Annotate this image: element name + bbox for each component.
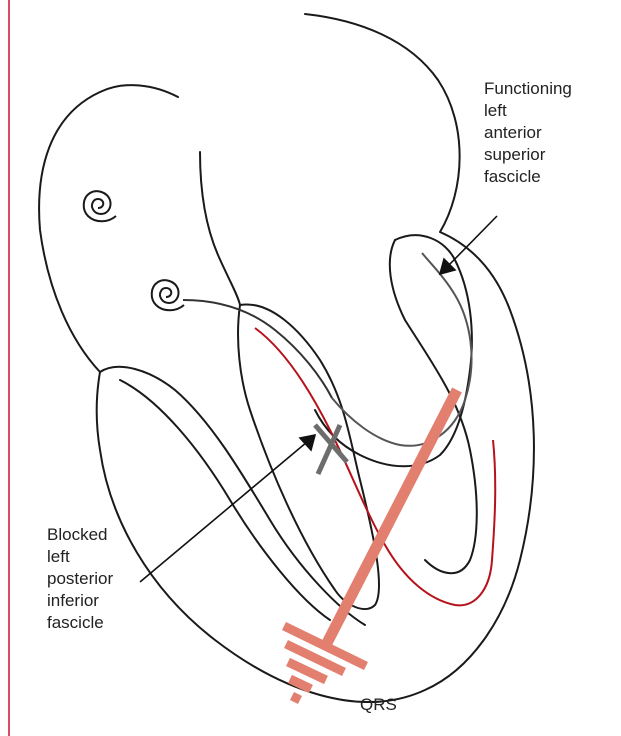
functioning-line-5: fascicle	[484, 166, 572, 188]
posterior-fascicle	[255, 328, 495, 605]
functioning-line-1: Functioning	[484, 78, 572, 100]
bundle-of-his	[183, 300, 332, 398]
heart-outline	[97, 14, 534, 702]
functioning-line-2: left	[484, 100, 572, 122]
blocked-fascicle-label: Blocked left posterior inferior fascicle	[47, 524, 113, 634]
blocked-line-2: left	[47, 546, 113, 568]
functioning-line-3: anterior	[484, 122, 572, 144]
qrs-vector	[327, 390, 457, 643]
right-ventricle	[100, 367, 365, 625]
blocked-line-4: inferior	[47, 590, 113, 612]
blocked-line-3: posterior	[47, 568, 113, 590]
inner-lower-wall	[120, 380, 330, 620]
functioning-line-4: superior	[484, 144, 572, 166]
anterior-fascicle	[332, 253, 472, 446]
qrs-label: QRS	[360, 694, 397, 716]
blocked-line-5: fascicle	[47, 612, 113, 634]
av-node-spiral-icon	[152, 280, 184, 310]
septum-outline	[238, 304, 379, 609]
functioning-fascicle-label: Functioning left anterior superior fasci…	[484, 78, 572, 188]
left-atrium	[39, 85, 178, 372]
aortic-region	[200, 152, 240, 305]
arrow-icon	[140, 216, 497, 582]
blocked-line-1: Blocked	[47, 524, 113, 546]
sa-node-spiral-icon	[84, 191, 116, 221]
